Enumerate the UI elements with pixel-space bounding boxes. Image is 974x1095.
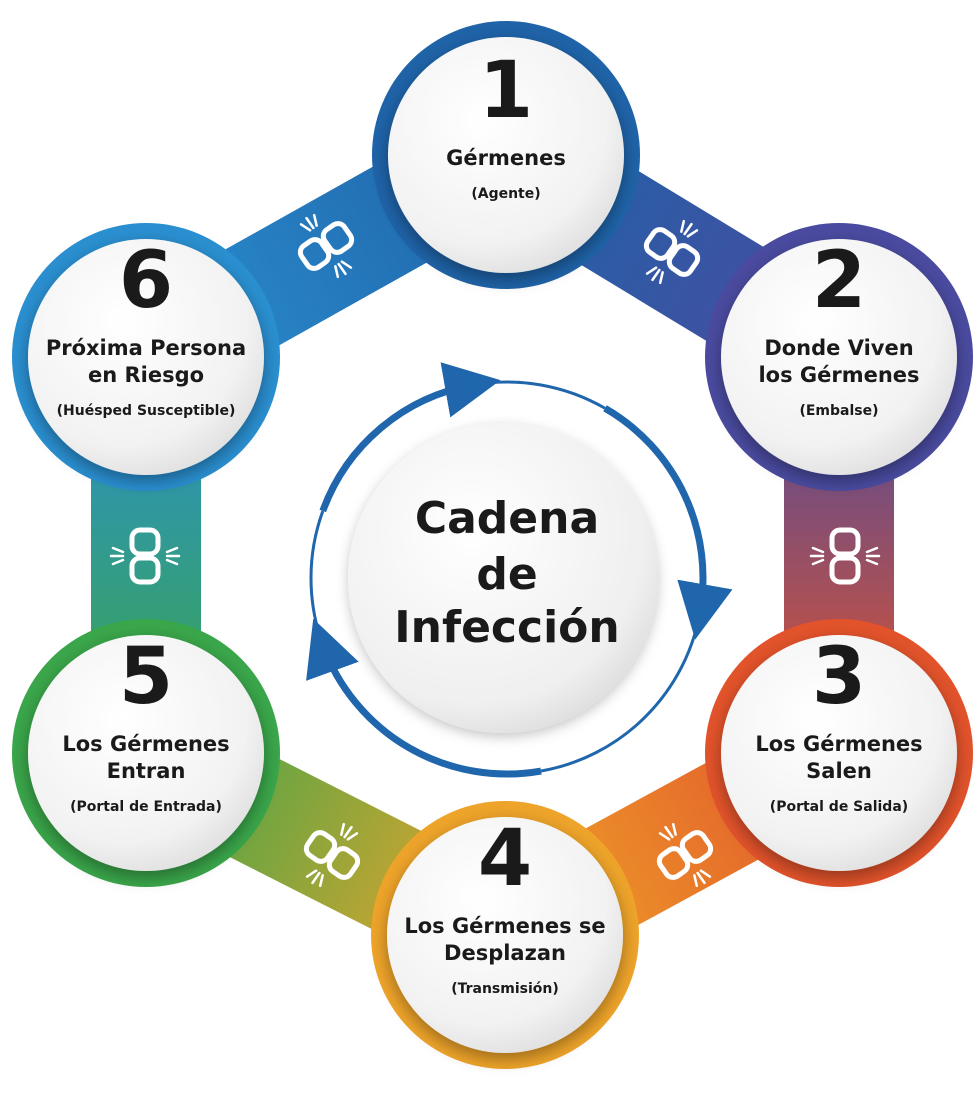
stage-title-line: los Gérmenes: [758, 363, 919, 387]
stage-number: 3: [812, 632, 866, 722]
stage-subtitle: (Portal de Salida): [770, 799, 908, 815]
stage-subtitle: (Transmisión): [451, 981, 559, 997]
broken-link-icon: [297, 213, 355, 279]
stage-disc: [28, 239, 264, 475]
stage-number: 5: [119, 632, 173, 722]
broken-link-icon: [303, 822, 361, 888]
link-icons: [109, 213, 881, 888]
stage-number: 1: [479, 46, 533, 136]
stage-subtitle: (Portal de Entrada): [70, 799, 222, 815]
broken-link-icon: [109, 527, 181, 585]
stage-disc: [721, 239, 957, 475]
cycle-arc-tail-1: [309, 510, 325, 646]
broken-link-icon: [809, 527, 881, 585]
cycle-arrows: [306, 362, 733, 778]
stage-disc: [388, 37, 624, 273]
center-disc: Cadena de Infección: [348, 423, 658, 733]
cycle-arrow-bottom: [306, 618, 542, 778]
broken-link-icon: [656, 822, 714, 888]
stage-title-line: Los Gérmenes: [755, 732, 922, 756]
stage-title-line: en Riesgo: [88, 363, 204, 387]
stage-number: 4: [478, 814, 532, 904]
stage-disc: [721, 635, 957, 871]
stage-title-line: Desplazan: [444, 941, 566, 965]
stage-title-line: Los Gérmenes: [62, 732, 229, 756]
cycle-arc-tail-2: [472, 380, 606, 410]
stage-title-line: Entran: [107, 759, 186, 783]
stage-number: 2: [812, 236, 866, 326]
stage-number: 6: [119, 236, 173, 326]
stage-subtitle: (Embalse): [799, 403, 878, 419]
cycle-arc-tail-3: [540, 611, 702, 773]
stage-title-line: Próxima Persona: [46, 336, 246, 360]
stage-title-line: Gérmenes: [446, 146, 566, 170]
cycle-arrow-top: [319, 362, 501, 513]
center-title-line-1: Cadena: [415, 493, 599, 544]
stage-disc: [387, 817, 623, 1053]
stage-title-line: Los Gérmenes se: [404, 914, 605, 938]
cycle-arrow-right: [603, 405, 733, 640]
stage-disc: [28, 635, 264, 871]
stage-title-line: Salen: [806, 759, 872, 783]
center-title-line-3: Infección: [394, 602, 619, 653]
center-title-line-2: de: [476, 549, 537, 600]
stage-title-line: Donde Viven: [764, 336, 913, 360]
stage-subtitle: (Huésped Susceptible): [57, 403, 236, 419]
broken-link-icon: [643, 219, 701, 285]
stage-subtitle: (Agente): [471, 186, 540, 202]
